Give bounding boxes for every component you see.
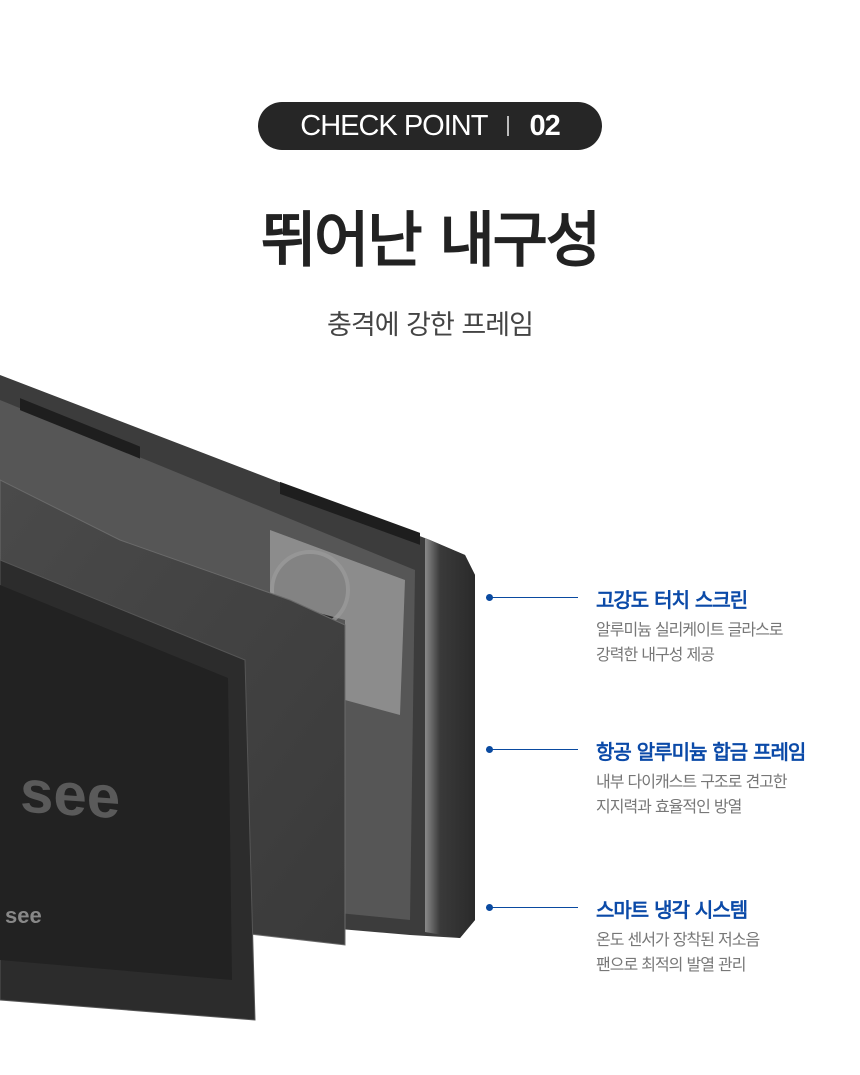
page-title: 뛰어난 내구성 (260, 206, 601, 276)
badge-divider (507, 116, 510, 136)
touch-screen-display (0, 585, 232, 980)
page-subtitle: 충격에 강한 프레임 (327, 310, 534, 341)
fan-bracket (270, 530, 405, 715)
desc-line: 지지력과 효율적인 방열 (596, 797, 742, 816)
monitor-exploded-image: see see (0, 375, 475, 1021)
feature-title: 스마트 냉각 시스템 (596, 898, 748, 922)
badge-label: CHECK POINT (300, 109, 488, 142)
feature-title: 고강도 터치 스크린 (596, 588, 748, 612)
callout-line (486, 749, 578, 750)
callout-line (486, 907, 578, 908)
callout-line (486, 597, 578, 598)
vent-grill (20, 398, 420, 545)
housing-side (425, 538, 475, 938)
feature-title: 항공 알루미늄 합금 프레임 (596, 740, 806, 764)
desc-line: 온도 센서가 장착된 저소음 (596, 930, 760, 949)
screen-logo: see (20, 757, 120, 831)
desc-line: 팬으로 최적의 발열 관리 (596, 955, 746, 974)
desc-line: 내부 다이캐스트 구조로 견고한 (596, 772, 788, 791)
badge-number: 02 (529, 109, 560, 142)
desc-line: 알루미늄 실리케이트 글라스로 (596, 620, 784, 639)
frame-logo: see (5, 903, 42, 928)
desc-line: 강력한 내구성 제공 (596, 645, 715, 664)
check-point-badge: CHECK POINT 02 (258, 102, 602, 150)
